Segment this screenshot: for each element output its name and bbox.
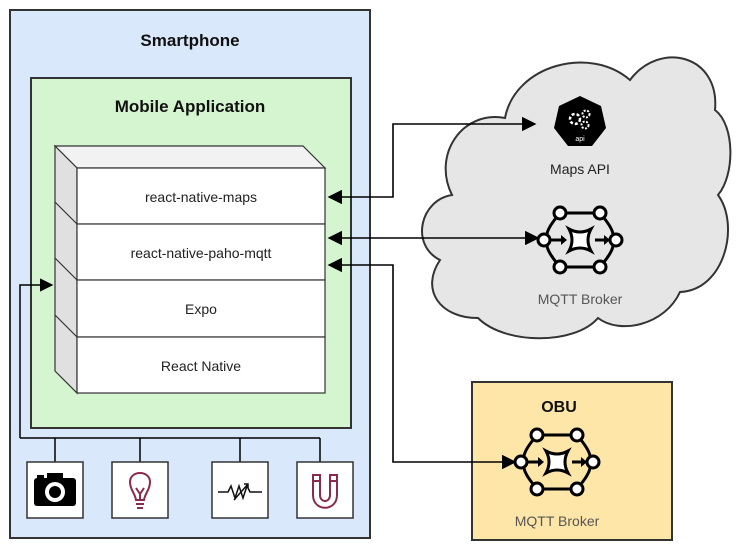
layer-react-native-maps — [76, 167, 326, 225]
arrow-maps-to-maps-api — [327, 116, 537, 205]
api-badge: api — [575, 136, 585, 143]
layer-label: react-native-paho-mqtt — [131, 245, 272, 261]
connections — [327, 116, 540, 470]
layer-expo — [76, 279, 326, 338]
layer-react-native — [76, 336, 326, 394]
camera-icon — [34, 473, 76, 506]
obu-mqtt-broker-label: MQTT Broker — [515, 513, 600, 529]
stack-top-face — [53, 145, 327, 169]
arrow-mqtt-to-obu-broker — [327, 257, 517, 470]
sensor-resistor — [211, 461, 269, 519]
cloud-mqtt-broker-label: MQTT Broker — [538, 291, 623, 307]
sensor-to-stack-arrow — [19, 278, 54, 438]
mobile-app-title: Mobile Application — [115, 97, 265, 116]
layer-react-native-paho-mqtt — [76, 223, 326, 281]
lightbulb-icon — [128, 472, 152, 509]
sensor-light — [111, 461, 169, 519]
magnet-icon — [312, 474, 338, 509]
layer-stack: react-native-maps react-native-paho-mqtt… — [53, 144, 327, 395]
layer-label: Expo — [185, 301, 217, 317]
resistor-icon — [218, 483, 262, 501]
smartphone-title: Smartphone — [140, 31, 239, 50]
layer-label: react-native-maps — [145, 189, 257, 205]
sensor-camera — [26, 461, 84, 519]
maps-api-label: Maps API — [550, 161, 610, 177]
sensor-bus — [19, 278, 321, 462]
maps-api-node: api Maps API — [550, 96, 610, 177]
sensor-magnet — [296, 461, 354, 519]
obu-title: OBU — [541, 399, 577, 416]
obu-container: OBU MQTT Broker — [471, 381, 673, 541]
cloud-mqtt-broker: MQTT Broker — [536, 205, 624, 307]
layer-label: React Native — [161, 358, 241, 374]
